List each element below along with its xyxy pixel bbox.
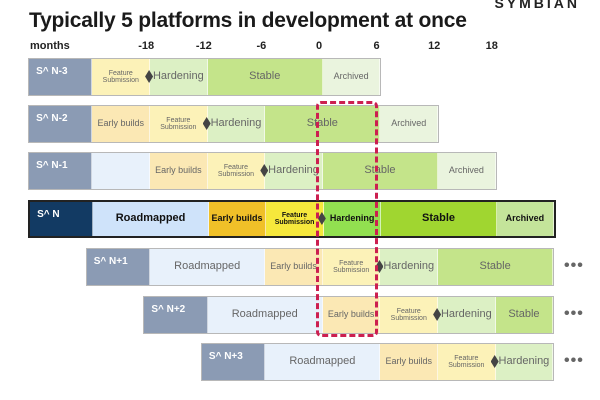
platform-label: S^ N-1 [29, 153, 93, 189]
platform-label: S^ N [30, 202, 94, 236]
month-tick: -18 [138, 40, 155, 52]
symbian-logo: SYMBIAN [494, 0, 580, 11]
phase-stable: Stable [265, 106, 381, 142]
phase-early: Early builds [380, 344, 439, 380]
phase-stable: Stable [438, 249, 554, 285]
phase-archived: Archived [496, 202, 555, 236]
phase-stable: Stable [207, 59, 323, 95]
milestone-diamond [375, 260, 384, 273]
month-tick: 6 [373, 40, 380, 52]
continuation-dots: ••• [564, 305, 584, 322]
phase-hardening: Hardening [438, 297, 496, 333]
current-window-highlight [316, 101, 378, 337]
milestone-diamond [260, 164, 269, 177]
phase-hardening: Hardening [207, 106, 266, 142]
milestone-diamond [490, 355, 499, 368]
phase-hardening: Hardening [150, 59, 208, 95]
milestone-diamond [202, 117, 211, 130]
month-tick: 12 [428, 40, 441, 52]
phase-feature: Feature Submission [207, 153, 266, 189]
phase-hardening: Hardening [380, 249, 439, 285]
milestone-diamond [317, 212, 326, 225]
month-tick: -6 [256, 40, 267, 52]
diagram-title: Typically 5 platforms in development at … [29, 9, 467, 32]
phase-archived: Archived [438, 153, 496, 189]
month-tick: 18 [485, 40, 498, 52]
phase-hardening: Hardening [495, 344, 554, 380]
platform-label: S^ N-3 [29, 59, 93, 95]
phase-feature: Feature Submission [150, 106, 208, 142]
phase-early: Early builds [322, 297, 381, 333]
phase-early: Early builds [92, 106, 151, 142]
phase-stable: Stable [495, 297, 554, 333]
platform-label: S^ N+1 [86, 249, 151, 285]
phase-early: Early builds [150, 153, 208, 189]
continuation-dots: ••• [564, 352, 584, 369]
phase-feature: Feature Submission [92, 59, 151, 95]
months-axis-label: months [30, 40, 70, 52]
phase-roadmapped: Roadmapped [150, 249, 266, 285]
phase-hardening: Hardening [265, 153, 323, 189]
phase-archived: Archived [322, 59, 381, 95]
phase-feature: Feature Submission [380, 297, 439, 333]
phase-stable: Stable [381, 202, 497, 236]
phase-roadmapped [92, 153, 151, 189]
phase-archived: Archived [380, 106, 439, 142]
milestone-diamond [433, 308, 442, 321]
platform-label: S^ N+2 [144, 297, 208, 333]
month-tick: 0 [315, 40, 323, 52]
milestone-diamond [145, 70, 154, 83]
continuation-dots: ••• [564, 257, 584, 274]
month-tick: -12 [195, 40, 212, 52]
phase-roadmapped: Roadmapped [265, 344, 381, 380]
phase-roadmapped: Roadmapped [207, 297, 323, 333]
phase-early: Early builds [208, 202, 267, 236]
platform-label: S^ N-2 [29, 106, 93, 142]
phase-roadmapped: Roadmapped [93, 202, 209, 236]
platform-label: S^ N+3 [201, 344, 266, 380]
phase-stable: Stable [322, 153, 439, 189]
phase-early: Early builds [265, 249, 323, 285]
phase-feature: Feature Submission [438, 344, 496, 380]
phase-hardening: Hardening [323, 202, 382, 236]
